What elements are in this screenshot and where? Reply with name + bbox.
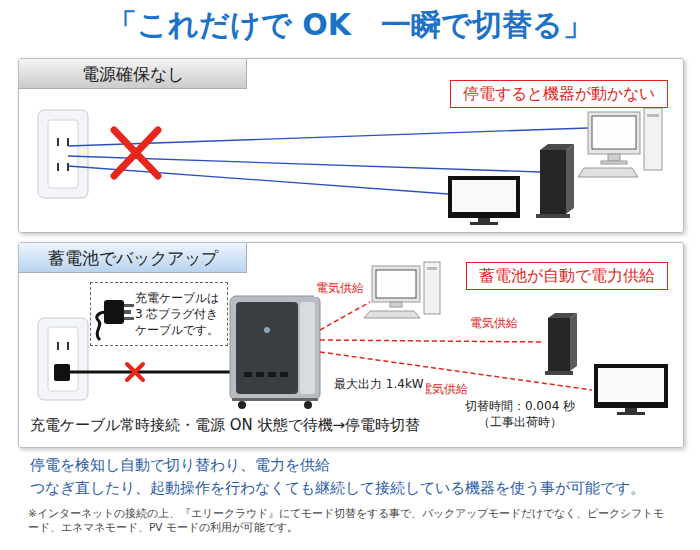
cross-mark bbox=[127, 364, 143, 380]
page-title: 「これだけで OK 一瞬で切替る」 bbox=[0, 6, 700, 44]
television bbox=[594, 364, 668, 415]
mini-pc bbox=[570, 313, 577, 371]
charge-cable bbox=[68, 371, 230, 374]
desktop-pc bbox=[364, 311, 420, 318]
television bbox=[617, 412, 645, 415]
line-label: 電気供給 bbox=[314, 281, 366, 297]
callout-box: 蓄電池が自動で電力供給 bbox=[466, 262, 668, 290]
plug-icon bbox=[124, 317, 134, 320]
battery-unit bbox=[236, 302, 298, 394]
battery-unit bbox=[244, 372, 252, 377]
mini-pc bbox=[540, 150, 566, 214]
callout-box: 停電すると機器が動かない bbox=[450, 80, 668, 108]
wall-outlet bbox=[67, 138, 69, 146]
plug-icon bbox=[104, 300, 124, 324]
desktop-pc bbox=[376, 270, 416, 298]
box-text: 充電ケーブルは 3 芯プラグ付き ケーブルです。 bbox=[135, 290, 221, 338]
television bbox=[625, 408, 637, 412]
wall-outlet bbox=[57, 163, 59, 171]
charge-cable bbox=[54, 364, 230, 381]
wall-outlet bbox=[38, 318, 88, 400]
mini-pc bbox=[536, 214, 570, 218]
cross-mark bbox=[114, 130, 158, 176]
desktop-pc bbox=[427, 267, 437, 270]
note-box: 充電ケーブルは 3 芯プラグ付き ケーブルです。 bbox=[90, 282, 228, 346]
wall-outlet bbox=[38, 110, 88, 198]
battery-unit bbox=[232, 398, 318, 401]
summary-text: 停電を検知し自動で切り替わり、電力を供給 bbox=[30, 456, 330, 476]
desktop-pc bbox=[644, 108, 662, 170]
desktop-pc bbox=[390, 302, 402, 307]
television bbox=[452, 180, 516, 212]
wall-outlet bbox=[57, 342, 59, 350]
television bbox=[448, 176, 520, 218]
desktop-pc bbox=[647, 114, 659, 117]
supply-line bbox=[320, 302, 370, 330]
mini-pc bbox=[566, 144, 574, 214]
wall-outlet bbox=[57, 138, 59, 146]
wall-outlet bbox=[67, 342, 69, 350]
plug-icon bbox=[124, 304, 134, 307]
battery-unit bbox=[280, 372, 288, 377]
desktop-pc bbox=[372, 266, 420, 302]
desktop-pc bbox=[608, 154, 620, 161]
charge-cable bbox=[54, 364, 70, 381]
battery-unit bbox=[230, 296, 320, 400]
cross-mark bbox=[127, 364, 143, 380]
plug-icon bbox=[97, 300, 134, 340]
mini-pc bbox=[545, 371, 573, 375]
supply-line bbox=[320, 340, 544, 342]
desktop-pc bbox=[588, 112, 640, 154]
television bbox=[594, 364, 668, 408]
desktop-pc bbox=[578, 108, 662, 177]
wall-outlet bbox=[67, 163, 69, 171]
mini-pc bbox=[536, 144, 574, 218]
desktop-pc bbox=[424, 262, 440, 314]
panel-heading: 電源確保なし bbox=[19, 59, 247, 89]
desktop-pc bbox=[578, 168, 638, 177]
box-text: 停電すると機器が動かない bbox=[463, 84, 655, 104]
panel-heading: 蓄電池でバックアップ bbox=[19, 243, 247, 273]
wall-outlet bbox=[48, 327, 78, 391]
power-line bbox=[68, 166, 448, 194]
battery-unit bbox=[230, 296, 320, 409]
plug-icon bbox=[124, 310, 131, 314]
line-label: 電気供給 bbox=[468, 316, 520, 332]
panel-note: 充電ケーブル常時接続・電源 ON 状態で待機→停電時切替 bbox=[30, 416, 420, 436]
desktop-pc bbox=[601, 161, 627, 164]
desktop-pc bbox=[364, 262, 440, 318]
footnote: ※インターネットの接続の上、『エリークラウド』にてモード切替をする事で、バックア… bbox=[28, 507, 673, 534]
box-text: 蓄電池が自動で電力供給 bbox=[479, 266, 655, 286]
wall-outlet bbox=[48, 120, 78, 188]
spec-label: 最大出力 1.4kW bbox=[332, 377, 426, 393]
battery-unit bbox=[264, 327, 270, 333]
cross-mark bbox=[127, 364, 143, 380]
television bbox=[448, 176, 520, 225]
desktop-pc bbox=[592, 116, 636, 149]
panel: 電源確保なし停電すると機器が動かない bbox=[18, 58, 684, 233]
mini-pc bbox=[545, 313, 577, 375]
wall-outlet bbox=[38, 318, 88, 400]
battery-unit bbox=[256, 372, 264, 377]
cross-mark bbox=[114, 130, 158, 176]
battery-unit bbox=[268, 372, 276, 377]
summary-text: つなぎ直したり、起動操作を行わなくても継続して接続している機器を使う事が可能です… bbox=[30, 479, 645, 499]
wall-outlet bbox=[38, 110, 88, 198]
line-label: 電気供給 bbox=[418, 382, 470, 398]
mini-pc bbox=[548, 318, 570, 371]
spec-label: 切替時間：0.004 秒 （工事出荷時） bbox=[458, 399, 582, 430]
cross-mark bbox=[114, 130, 158, 176]
battery-unit bbox=[300, 302, 315, 394]
television bbox=[478, 218, 490, 222]
television bbox=[598, 368, 664, 402]
battery-unit bbox=[304, 401, 312, 409]
battery-unit bbox=[238, 401, 246, 409]
television bbox=[470, 222, 498, 225]
